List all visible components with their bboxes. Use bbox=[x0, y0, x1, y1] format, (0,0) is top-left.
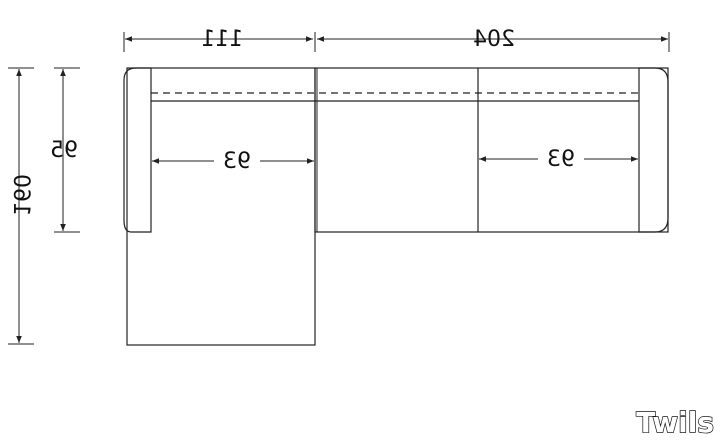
dimension-left: 160 95 bbox=[8, 67, 80, 345]
sofa-outline bbox=[123, 67, 669, 346]
left-armrest bbox=[123, 67, 152, 233]
dim-label-left-outer: 160 bbox=[8, 174, 33, 216]
dim-label-seat-right: 93 bbox=[547, 147, 575, 172]
dim-label-seat-left: 93 bbox=[223, 149, 251, 174]
dimension-top: 111 204 bbox=[123, 27, 670, 52]
dimension-seats: 93 93 bbox=[152, 147, 638, 174]
dim-label-top-left: 111 bbox=[201, 27, 243, 52]
right-armrest bbox=[638, 67, 669, 233]
brand-logo: Twils bbox=[636, 406, 714, 439]
dim-label-left-inner: 95 bbox=[50, 138, 78, 163]
chaise-body bbox=[126, 67, 316, 346]
dim-label-top-right: 204 bbox=[473, 27, 515, 52]
